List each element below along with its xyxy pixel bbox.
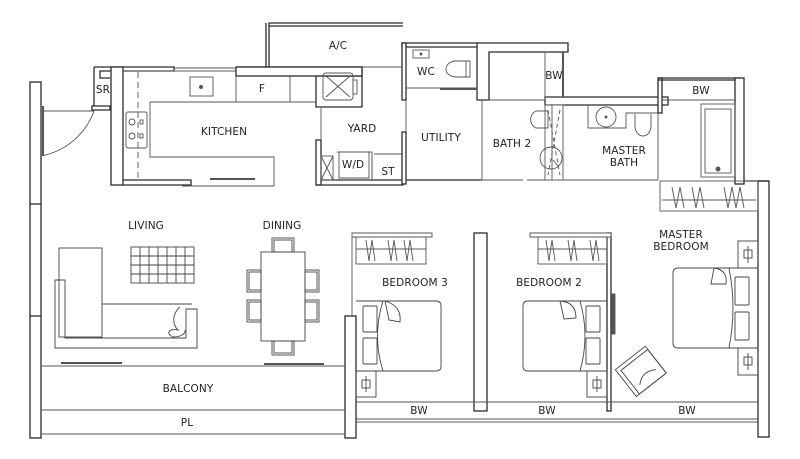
label-fridge: F — [258, 83, 266, 95]
label-utility: UTILITY — [421, 132, 461, 144]
label-master-bedroom: MASTER BEDROOM — [653, 229, 709, 253]
label-bw-master-bath: BW — [692, 85, 710, 97]
label-planter: PL — [180, 417, 194, 429]
label-bedroom3: BEDROOM 3 — [382, 277, 448, 289]
label-bedroom2: BEDROOM 2 — [516, 277, 582, 289]
label-store: ST — [381, 166, 395, 178]
fixtures — [125, 49, 721, 181]
partitions — [40, 52, 759, 435]
label-master-bath: MASTER BATH — [602, 145, 646, 169]
label-bath2: BATH 2 — [492, 138, 532, 150]
label-wc: WC — [417, 66, 435, 78]
label-dining: DINING — [262, 220, 302, 232]
label-living: LIVING — [128, 220, 164, 232]
label-kitchen: KITCHEN — [200, 126, 248, 138]
label-sr: SR — [95, 84, 111, 96]
label-yard: YARD — [347, 123, 377, 135]
label-ac: A/C — [328, 40, 348, 52]
label-bw-bedroom3: BW — [410, 405, 428, 417]
label-washer-dryer: W/D — [341, 159, 365, 171]
label-bw-bath2: BW — [545, 70, 563, 82]
walls — [29, 22, 770, 439]
label-bw-bedroom2: BW — [538, 405, 556, 417]
furniture — [54, 237, 759, 398]
label-balcony: BALCONY — [162, 383, 214, 395]
living-rug — [130, 246, 195, 284]
label-bw-master-bedroom: BW — [678, 405, 696, 417]
